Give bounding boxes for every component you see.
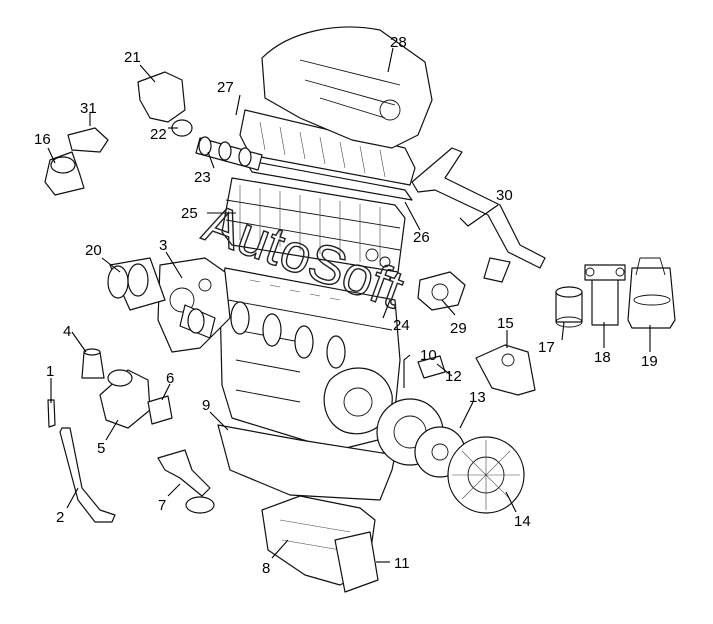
callout-6: 6 — [166, 370, 174, 387]
dipstick-cap — [47, 399, 56, 428]
callout-31: 31 — [80, 100, 97, 117]
callout-4: 4 — [63, 323, 71, 340]
timing-cover — [157, 257, 231, 353]
callout-29: 29 — [450, 320, 467, 337]
callout-20: 20 — [85, 242, 102, 259]
callout-28: 28 — [390, 34, 407, 51]
leader-lines — [47, 47, 651, 563]
oil-filler-cap — [81, 348, 105, 379]
callout-18: 18 — [594, 349, 611, 366]
callout-9: 9 — [202, 397, 210, 414]
release-bearing — [417, 355, 446, 379]
engine-block — [219, 267, 401, 453]
coolant-pipe — [411, 147, 546, 283]
callout-14: 14 — [514, 513, 531, 530]
callout-21: 21 — [124, 49, 141, 66]
callout-labels: 1 2 3 4 5 6 7 8 9 10 11 12 13 14 15 16 1… — [34, 34, 658, 577]
dipstick-tube — [59, 427, 116, 523]
cylinder-head — [221, 177, 406, 273]
engine-mount-left — [44, 151, 85, 196]
oil-pump-housing — [99, 369, 151, 429]
callout-26: 26 — [413, 229, 430, 246]
callout-13: 13 — [469, 389, 486, 406]
clutch-slave-cylinder — [475, 344, 536, 396]
oil-pressure-sender — [147, 395, 173, 425]
oil-pickup — [157, 449, 215, 514]
callout-1: 1 — [46, 363, 54, 380]
oil-pan-baffle — [334, 531, 379, 593]
callout-12: 12 — [445, 368, 462, 385]
thermostat-housing — [417, 271, 466, 311]
callout-16: 16 — [34, 131, 51, 148]
oil-filter-small — [555, 286, 583, 328]
callout-24: 24 — [393, 317, 410, 334]
crankshaft-pulley — [107, 257, 216, 339]
callout-7: 7 — [158, 497, 166, 514]
camshaft — [195, 136, 263, 171]
callout-22: 22 — [150, 126, 167, 143]
callout-2: 2 — [56, 509, 64, 526]
callout-15: 15 — [497, 315, 514, 332]
fuel-filter — [584, 264, 626, 326]
valve-cover — [239, 109, 416, 186]
callout-27: 27 — [217, 79, 234, 96]
pressure-plate — [447, 436, 525, 514]
filter-housing — [627, 257, 676, 329]
callout-23: 23 — [194, 169, 211, 186]
callout-8: 8 — [262, 560, 270, 577]
callout-11: 11 — [394, 555, 410, 572]
callout-3: 3 — [159, 237, 167, 254]
oil-pan-gasket — [217, 424, 396, 501]
callout-19: 19 — [641, 353, 658, 370]
upper-mount-bracket — [137, 71, 186, 123]
engine-top-cover — [261, 26, 433, 149]
callout-5: 5 — [97, 440, 105, 457]
callout-17: 17 — [538, 339, 555, 356]
callout-30: 30 — [496, 187, 513, 204]
callout-10: 10 — [420, 347, 437, 364]
mount-bracket — [67, 127, 109, 153]
callout-25: 25 — [181, 205, 198, 222]
